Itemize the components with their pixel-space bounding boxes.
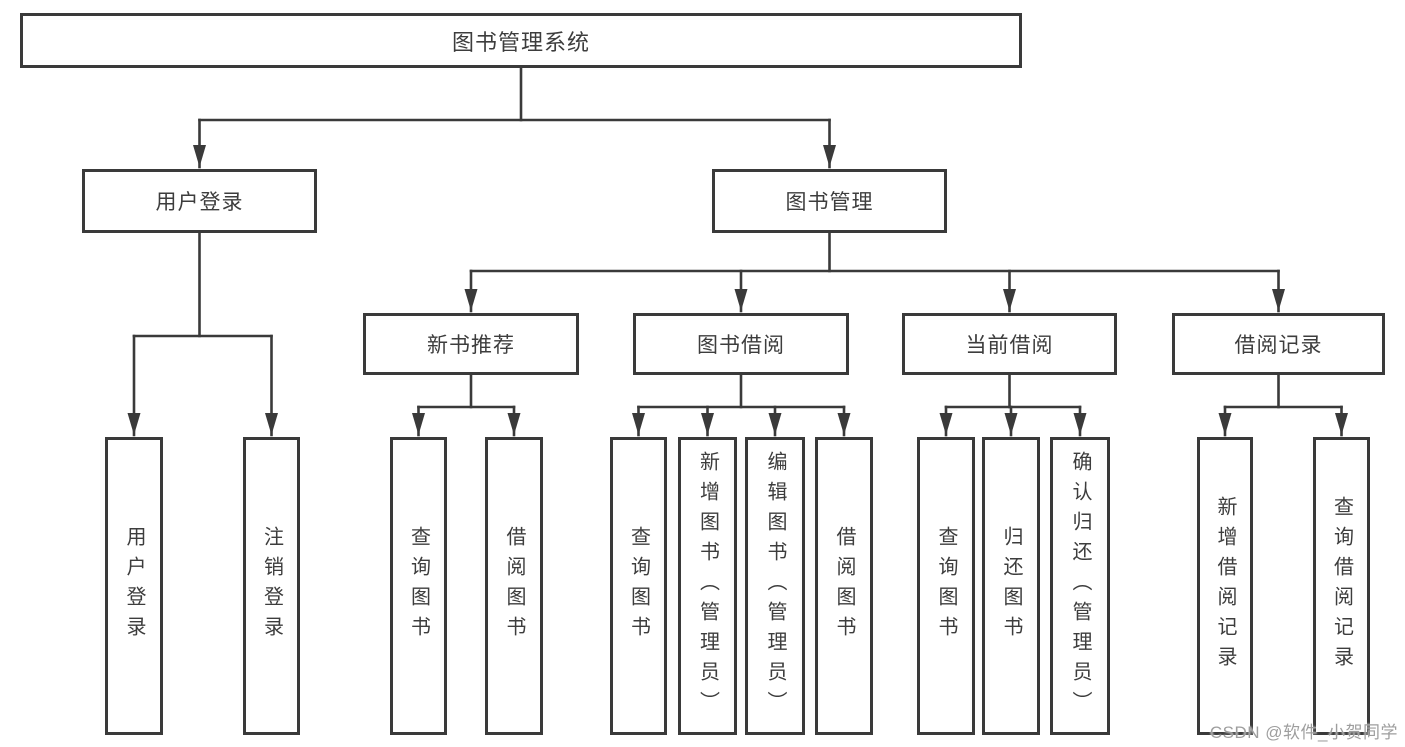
node-book-borrowing: 图书借阅 [633,313,849,375]
node-root-system-label: 图书管理系统 [451,29,590,55]
leaf-borrowing-add-books-admin: 新增图书（管理员） [678,437,737,735]
node-user-login: 用户登录 [82,169,317,233]
leaf-current-query-books: 查询图书 [917,437,975,735]
leaf-records-query-record: 查询借阅记录 [1313,437,1370,735]
node-borrowing-records: 借阅记录 [1172,313,1385,375]
leaf-current-confirm-return-admin: 确认归还（管理员） [1050,437,1110,735]
leaf-recommend-borrow-books: 借阅图书 [485,437,543,735]
node-book-management-label: 图书管理 [785,191,874,214]
leaf-recommend-query-books: 查询图书 [390,437,447,735]
node-current-borrowing-label: 当前借阅 [965,334,1054,357]
leaf-user-login: 用户登录 [105,437,163,735]
connector-user-login-children [127,231,278,437]
leaf-current-return-books: 归还图书 [982,437,1040,735]
leaf-logout: 注销登录 [243,437,300,735]
node-current-borrowing: 当前借阅 [902,313,1117,375]
leaf-borrowing-query-books: 查询图书 [610,437,667,735]
node-new-book-recommend-label: 新书推荐 [427,334,515,357]
leaf-records-add-record: 新增借阅记录 [1197,437,1253,735]
connector-book-borrow-children [632,373,851,437]
node-user-login-label: 用户登录 [155,191,244,214]
node-new-book-recommend: 新书推荐 [363,313,579,375]
node-book-management: 图书管理 [712,169,947,233]
node-book-borrowing-label: 图书借阅 [697,334,785,357]
leaf-borrowing-edit-books-admin: 编辑图书（管理员） [745,437,805,735]
connector-new-book-rec-children [412,373,521,437]
connector-root-to-level2 [193,65,836,169]
connector-book-mgmt-to-level3 [464,231,1285,313]
node-borrowing-records-label: 借阅记录 [1234,334,1323,357]
connector-borrow-records-children [1218,373,1348,437]
leaf-borrowing-borrow-books: 借阅图书 [815,437,873,735]
connector-current-borrow-children [939,373,1087,437]
csdn-watermark: CSDN @软件_小贺同学 [1209,723,1398,742]
node-root-system: 图书管理系统 [20,13,1022,68]
